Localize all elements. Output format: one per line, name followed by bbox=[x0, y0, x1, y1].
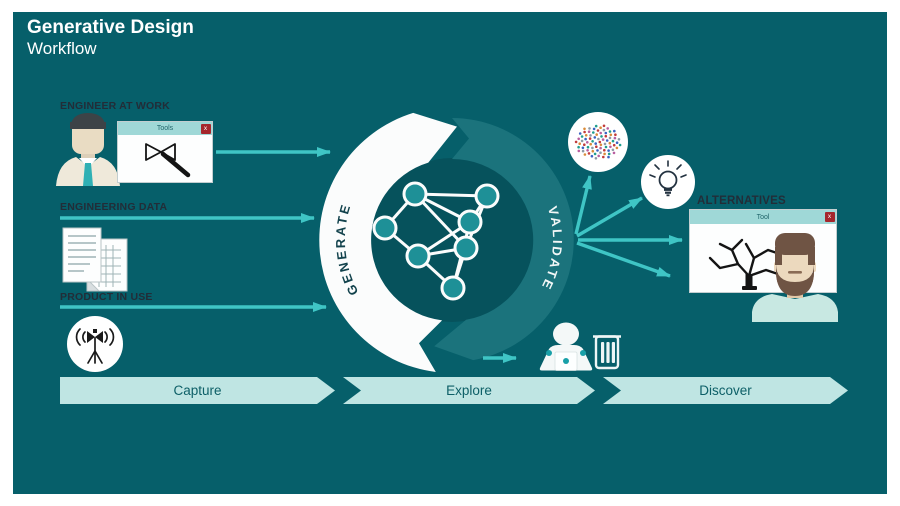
lightbulb-icon bbox=[641, 155, 695, 209]
alternatives-window-title: Tool bbox=[756, 213, 770, 221]
stage-discover-label: Discover bbox=[699, 383, 752, 398]
title-line1: Generative Design bbox=[27, 17, 194, 38]
network-graph-icon bbox=[372, 181, 500, 301]
brain-icon bbox=[568, 112, 628, 172]
arrow-validate-to-brain bbox=[574, 175, 592, 235]
tools-window-titlebar: Tools x bbox=[118, 122, 212, 135]
page-title: Generative Design Workflow bbox=[27, 17, 194, 59]
arrow-validate-down bbox=[576, 241, 671, 278]
documents-icon bbox=[62, 227, 128, 292]
generate-arc bbox=[319, 112, 457, 373]
close-icon: x bbox=[200, 123, 211, 134]
stage-discover: Discover bbox=[603, 377, 848, 404]
stage-explore-label: Explore bbox=[446, 383, 492, 398]
arrow-validate-to-idea bbox=[576, 196, 643, 238]
stage-capture-label: Capture bbox=[173, 383, 222, 398]
antenna-icon bbox=[67, 316, 123, 372]
tools-window: Tools x bbox=[117, 121, 213, 183]
tools-window-title: Tools bbox=[156, 125, 174, 132]
label-product-in-use: PRODUCT IN USE bbox=[60, 291, 153, 303]
label-engineering-data: ENGINEERING DATA bbox=[60, 201, 168, 213]
trash-icon bbox=[593, 335, 621, 370]
close-icon: x bbox=[824, 211, 835, 222]
engineer-avatar-icon bbox=[56, 113, 120, 186]
robot-icon bbox=[539, 322, 593, 371]
label-alternatives: ALTERNATIVES bbox=[697, 195, 786, 207]
generate-validate-cycle: GENERATE VALIDATE bbox=[319, 112, 574, 373]
user-avatar-icon bbox=[752, 233, 838, 322]
validate-arc bbox=[434, 118, 574, 361]
part-sketch-icon bbox=[145, 143, 191, 178]
label-engineer-at-work: ENGINEER AT WORK bbox=[60, 100, 170, 112]
title-line2: Workflow bbox=[27, 39, 97, 59]
alternatives-window-titlebar: Tool x bbox=[690, 210, 836, 224]
diagram-panel: GENERATE VALIDATE bbox=[13, 12, 887, 494]
diagram-art: GENERATE VALIDATE bbox=[56, 112, 695, 373]
stage-explore: Explore bbox=[343, 377, 595, 404]
stage-capture: Capture bbox=[60, 377, 335, 404]
stage-band: Capture Explore Discover bbox=[13, 377, 887, 404]
